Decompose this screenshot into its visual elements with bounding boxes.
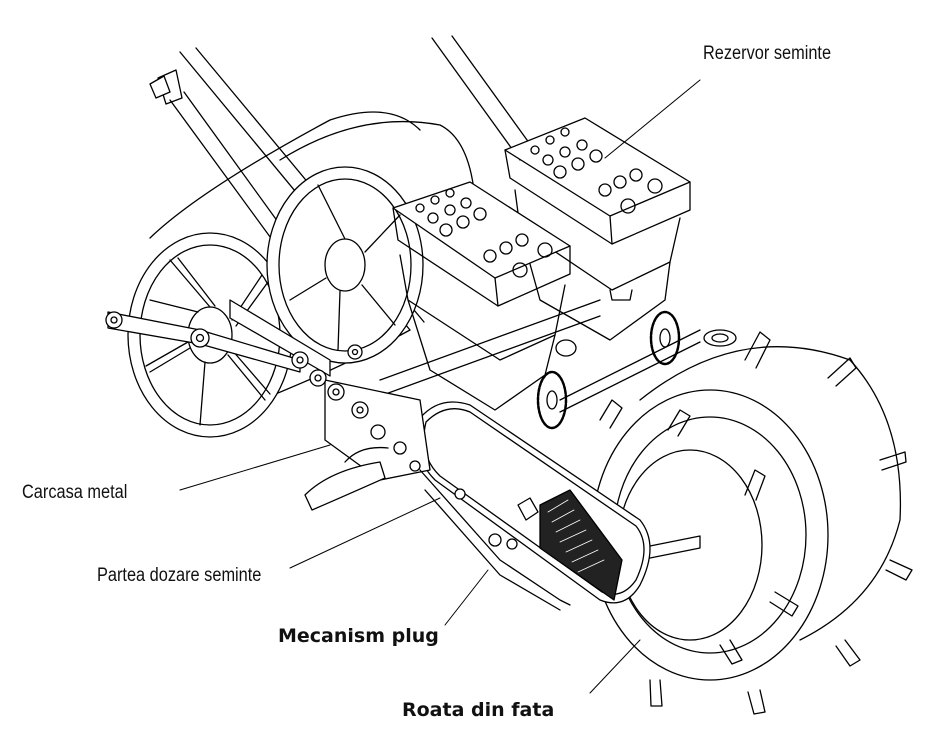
leader-lines [180, 80, 700, 693]
label-metal-housing: Carcasa metal [22, 482, 128, 503]
rear-wheel-right [267, 122, 475, 363]
label-plough-mechanism: Mecanism plug [278, 625, 439, 647]
label-front-wheel: Roata din fata [402, 699, 555, 721]
drive-sprockets [538, 312, 736, 428]
info-plate [540, 490, 622, 600]
label-seed-metering: Partea dozare seminte [97, 565, 262, 586]
plough-blade [305, 448, 388, 510]
label-seed-hopper: Rezervor seminte [703, 43, 832, 64]
metal-housing [292, 345, 570, 610]
handle-bar-right [432, 36, 540, 160]
seed-hopper-front [393, 182, 570, 410]
front-wheel [592, 332, 912, 714]
